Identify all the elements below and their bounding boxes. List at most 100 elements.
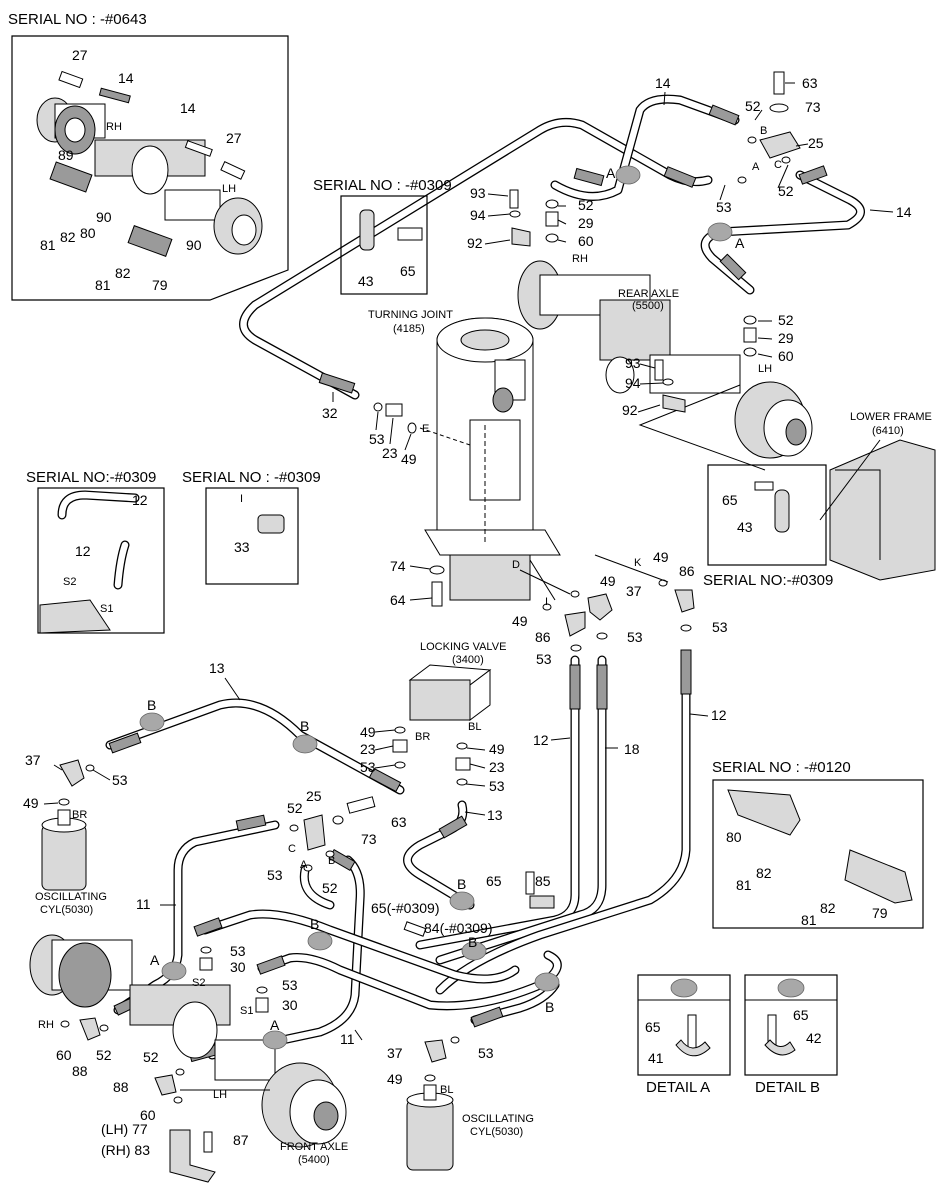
detail-b-part-65: 65: [793, 1007, 809, 1023]
part-number: 49: [600, 573, 616, 589]
part-number: 49: [653, 549, 669, 565]
inset-serial-0120: SERIAL NO : -#0120 80 81 82 81 82 79: [712, 759, 924, 929]
turning-joint: TURNING JOINT (4185): [368, 309, 561, 601]
part-number: 12: [132, 492, 148, 508]
part-number: 92: [467, 235, 483, 251]
part-number: 65: [400, 263, 416, 279]
port-label-br: BR: [415, 731, 430, 743]
part-number: 11: [136, 896, 151, 912]
hose-clamp-markers: A A B B B B B B A A: [139, 165, 745, 1050]
part-number: 53: [716, 199, 732, 215]
part-number: 90: [96, 209, 112, 225]
detail-a-caption: DETAIL A: [646, 1079, 710, 1096]
rear-axle-label: REAR AXLE: [618, 288, 679, 300]
part-number: 11: [340, 1031, 355, 1047]
marker-label-a: A: [606, 165, 616, 181]
osc-cyl-right-code: CYL(5030): [470, 1126, 523, 1138]
inset-axle-drawing: [36, 97, 263, 255]
detail-a-box: 65 41 DETAIL A: [637, 974, 731, 1096]
side-label-lh-77: (LH) 77: [101, 1121, 148, 1137]
part-number: 52: [578, 197, 594, 213]
part-number: 73: [805, 99, 821, 115]
detail-a-part-65: 65: [645, 1019, 661, 1035]
part-number: 53: [112, 772, 128, 788]
port-label-e: E: [422, 423, 429, 435]
osc-cyl-left-code: CYL(5030): [40, 904, 93, 916]
fittings: S2 S1: [58, 71, 801, 1153]
part-number: 13: [209, 660, 225, 676]
marker-label-b: B: [310, 916, 319, 932]
part-number: 29: [578, 215, 594, 231]
part-number: 81: [40, 237, 56, 253]
part-number: 60: [578, 233, 594, 249]
clamp-marker-b: [307, 931, 333, 951]
part-number: 52: [778, 312, 794, 328]
part-number: 52: [96, 1047, 112, 1063]
front-axle: RH LH FRONT AXLE (5400): [29, 934, 348, 1166]
part-number: 82: [756, 865, 772, 881]
part-number: 81: [95, 277, 111, 293]
marker-label-b: B: [468, 934, 477, 950]
lower-frame-code: (6410): [872, 425, 904, 437]
part-number: 53: [230, 943, 246, 959]
rear-axle-code: (5500): [632, 300, 664, 312]
part-number: 88: [72, 1063, 88, 1079]
serial-label-0309-a: SERIAL NO : -#0309: [313, 177, 452, 194]
side-label-65-0309: 65(-#0309): [371, 900, 440, 916]
port-label-lh: LH: [758, 363, 772, 375]
marker-label-b: B: [545, 999, 554, 1015]
part-number: 92: [622, 402, 638, 418]
callouts-top: 14 63 52 73 25 52 14 53 93 52 94 29 92 6…: [322, 75, 912, 467]
part-number: 85: [535, 873, 551, 889]
part-number: 29: [778, 330, 794, 346]
part-number: 43: [358, 273, 374, 289]
rear-axle: REAR AXLE (5500) RH LH: [517, 253, 813, 471]
turning-joint-code: (4185): [393, 323, 425, 335]
part-number: 65: [722, 492, 738, 508]
part-number: 60: [140, 1107, 156, 1123]
inset-serial-0309-top: SERIAL NO : -#0309 43 65: [313, 177, 452, 295]
port-label-br: BR: [72, 809, 87, 821]
oscillating-cylinder-right: BL OSCILLATING CYL(5030): [406, 1084, 534, 1171]
detail-b-part-42: 42: [806, 1030, 822, 1046]
part-number: 53: [536, 651, 552, 667]
part-number: 33: [234, 539, 250, 555]
part-number: 49: [360, 724, 376, 740]
callouts-lower: 13 49 23 53 49 23 53 13 12 18 12 37 53 4…: [23, 660, 727, 1148]
port-label-rh: RH: [106, 121, 122, 133]
front-axle-label: FRONT AXLE: [280, 1141, 348, 1153]
part-number: 80: [726, 829, 742, 845]
part-number: 52: [143, 1049, 159, 1065]
part-number: 82: [60, 229, 76, 245]
part-number: 53: [627, 629, 643, 645]
part-number: 86: [535, 629, 551, 645]
part-number: 18: [624, 741, 640, 757]
part-number: 81: [736, 877, 752, 893]
part-number: 25: [306, 788, 322, 804]
turning-joint-label: TURNING JOINT: [368, 309, 453, 321]
part-number: 79: [152, 277, 168, 293]
marker-label-b: B: [457, 876, 466, 892]
port-label-i: I: [240, 493, 243, 505]
part-number: 43: [737, 519, 753, 535]
port-label-s2: S2: [63, 576, 76, 588]
part-number: 60: [778, 348, 794, 364]
clamp-marker-b: [534, 972, 560, 992]
part-number: 53: [282, 977, 298, 993]
part-number: 49: [401, 451, 417, 467]
part-number: 60: [56, 1047, 72, 1063]
part-number: 81: [801, 912, 817, 928]
part-number: 73: [361, 831, 377, 847]
part-number: 37: [626, 583, 642, 599]
port-label-a: A: [752, 161, 760, 173]
part-number: 52: [745, 98, 761, 114]
part-number: 82: [115, 265, 131, 281]
part-number: 32: [322, 405, 338, 421]
part-number: 64: [390, 592, 406, 608]
clamp-marker-a: [161, 961, 187, 981]
clamp-marker-a: [707, 222, 733, 242]
part-number: 37: [387, 1045, 403, 1061]
port-label-s1: S1: [100, 603, 113, 615]
part-number: 52: [287, 800, 303, 816]
